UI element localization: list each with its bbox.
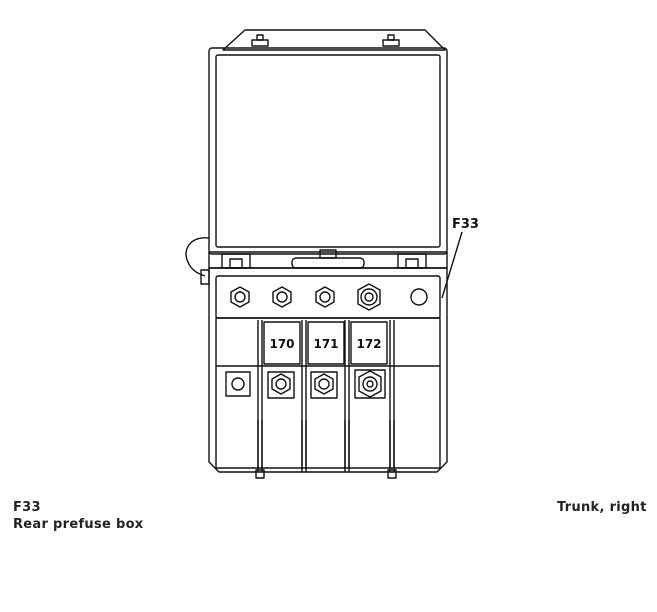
bracket-screw-right — [382, 34, 400, 47]
caption-fuse-name: Rear prefuse box — [13, 517, 144, 532]
latch-left — [221, 253, 251, 269]
fuse-label-170: 170 — [269, 337, 294, 351]
fuse-label-172: 172 — [356, 337, 381, 351]
bracket-screw-left — [251, 34, 269, 47]
lower-terminal-nut — [225, 371, 251, 397]
lower-terminal-nut — [267, 371, 295, 399]
terminal-bolt — [315, 286, 335, 308]
fuse-label-171: 171 — [313, 337, 338, 351]
cable-clip — [200, 269, 210, 285]
cable-lead — [255, 420, 265, 479]
cable-lead — [301, 420, 307, 472]
lower-terminal-nut — [354, 369, 386, 399]
terminal-stud — [410, 288, 428, 306]
latch-right — [397, 253, 427, 269]
caption-fuse-code: F33 — [13, 500, 41, 515]
side-cable — [185, 237, 210, 277]
fuse-body — [263, 321, 301, 365]
callout-label: F33 — [452, 217, 479, 232]
caption-location: Trunk, right — [557, 500, 647, 515]
fuse-box-lid-outer — [208, 47, 448, 255]
lower-terminal-nut — [310, 371, 338, 399]
fuse-slots-area — [215, 317, 441, 469]
terminal-bolt-large — [357, 283, 381, 311]
terminal-bolt — [230, 286, 250, 308]
terminal-bolt — [272, 286, 292, 308]
callout-leader-line — [441, 231, 463, 299]
cable-lead — [344, 420, 350, 472]
fuse-box-lid-inner — [215, 54, 441, 248]
top-bracket — [222, 29, 446, 51]
fuse-box-housing — [208, 267, 448, 473]
fuse-body — [350, 321, 388, 365]
fuse-body — [307, 321, 345, 365]
cable-lead — [387, 420, 397, 479]
